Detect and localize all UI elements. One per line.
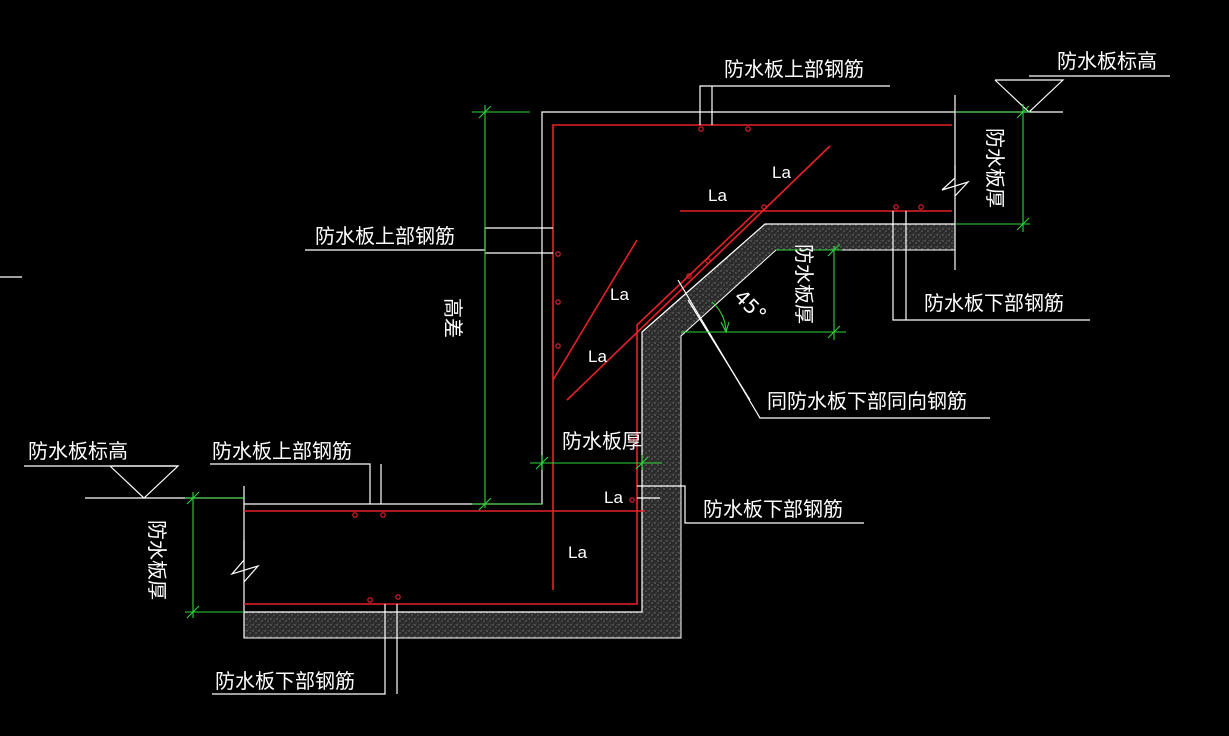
label-bottom-left-upper-rebar: 防水板上部钢筋	[212, 439, 352, 463]
la-label-6: La	[568, 543, 587, 562]
label-bottom-thickness: 防水板厚	[562, 429, 642, 453]
label-bottom-mid-lower-rebar: 防水板下部钢筋	[703, 497, 843, 521]
rebar-dots	[352, 126, 924, 603]
label-left-upper-rebar: 防水板上部钢筋	[315, 224, 455, 248]
label-bottom-left-elevation: 防水板标高	[28, 439, 128, 463]
label-bottom-left-thickness: 防水板厚	[145, 520, 169, 600]
label-top-right-thickness: 防水板厚	[983, 128, 1007, 208]
dimension-lines	[185, 104, 1030, 619]
la-label-5: La	[604, 488, 623, 507]
la-label-4: La	[588, 347, 607, 366]
label-same-direction-rebar: 同防水板下部同向钢筋	[767, 389, 967, 413]
leader-lines	[210, 85, 1090, 695]
annotations: 防水板上部钢筋 防水板标高 防水板厚 防水板上部钢筋 高差 防水板厚 防水板下部…	[28, 49, 1157, 693]
rebar-group	[244, 124, 952, 605]
label-top-right-upper-rebar: 防水板上部钢筋	[724, 57, 864, 81]
la-label-2: La	[708, 186, 727, 205]
label-right-lower-rebar: 防水板下部钢筋	[924, 291, 1064, 315]
la-label-1: La	[772, 163, 791, 182]
la-label-3: La	[610, 285, 629, 304]
slab-outline	[230, 95, 970, 638]
label-top-right-elevation: 防水板标高	[1057, 49, 1157, 73]
label-angle: 45°	[729, 285, 771, 327]
label-height-diff: 高差	[441, 298, 465, 338]
label-mid-thickness: 防水板厚	[792, 244, 816, 324]
label-bottom-left-lower-rebar: 防水板下部钢筋	[215, 669, 355, 693]
